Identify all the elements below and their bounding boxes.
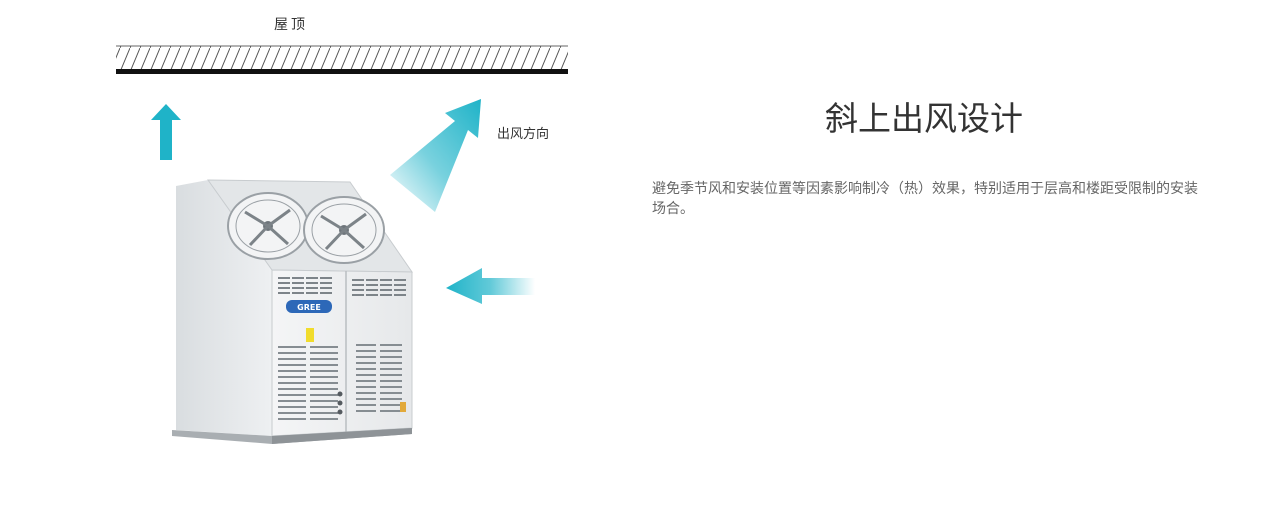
lower-louvre-left [278,346,338,420]
roof [116,45,568,74]
up-arrow-icon [151,104,181,160]
upper-louvre-left [278,277,332,294]
pipe-port-icon [337,391,343,415]
indicator-label-icon [400,402,406,412]
feature-description: 避免季节风和安装位置等因素影响制冷（热）效果，特别适用于层高和楼距受限制的安装场… [652,181,1198,217]
svg-text:GREE: GREE [297,303,321,312]
left-intake-arrow-icon [446,268,535,304]
upper-louvre-right [352,279,406,296]
illustration-canvas: GREE [116,45,568,444]
brand-logo: GREE [286,300,332,313]
air-conditioner-unit: GREE [172,179,413,444]
airflow-direction-label: 出风方向 [497,127,550,142]
roof-label: 屋顶 [274,17,308,33]
diagonal-airflow-arrow-icon [390,99,481,212]
outdoor-unit-illustration: GREE [100,0,580,480]
lower-louvre-right [356,344,402,412]
fan-icon [303,196,385,264]
feature-title: 斜上出风设计 [825,99,1023,138]
fan-icon [227,192,309,260]
warning-label-icon [306,328,314,342]
